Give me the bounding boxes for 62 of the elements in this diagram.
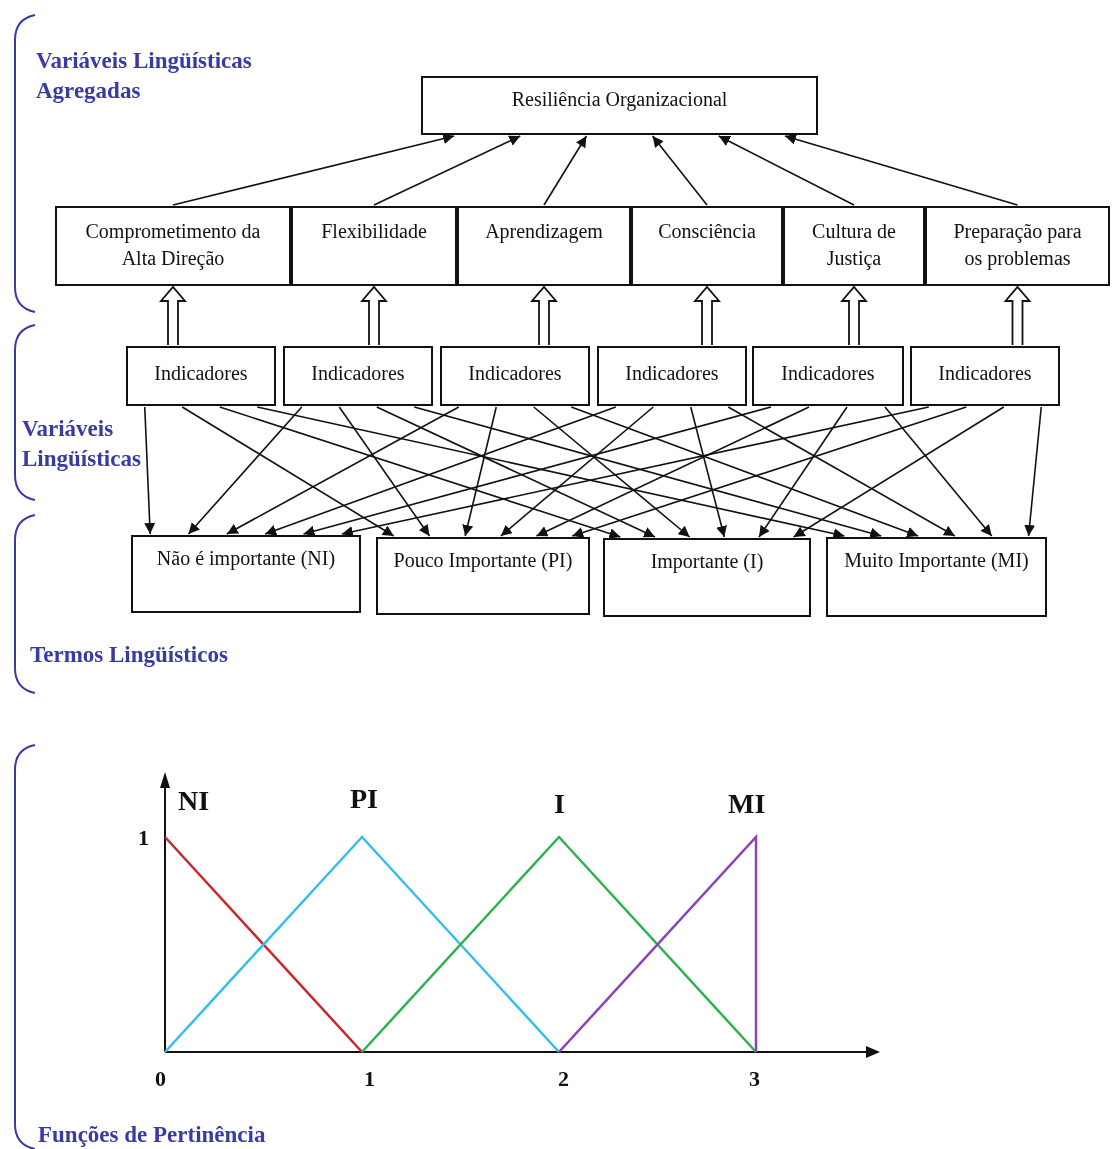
arrow (792, 406, 1005, 538)
arrow (758, 406, 848, 538)
arrow (226, 406, 460, 535)
arrow (1024, 406, 1043, 537)
arrow (302, 406, 772, 537)
hollow-arrow (840, 285, 868, 346)
indicator-box: Indicadores (597, 346, 747, 406)
indicator-box: Indicadores (752, 346, 904, 406)
arrow (187, 406, 303, 535)
dimension-box: Cultura de Justiça (783, 206, 925, 286)
hollow-arrow (360, 285, 388, 346)
arrow (500, 406, 655, 537)
term-box: Muito Importante (MI) (826, 537, 1047, 617)
curve-label: I (554, 789, 565, 819)
arrow (462, 406, 498, 537)
bracket-label: Variáveis Lingüísticas (22, 415, 142, 473)
hollow-arrow (1003, 285, 1032, 346)
arrow (884, 406, 993, 537)
arrow (784, 133, 1019, 206)
indicator-box: Indicadores (126, 346, 276, 406)
arrow (727, 406, 956, 537)
arrow (543, 135, 588, 206)
dimension-box: Preparação para os problemas (925, 206, 1110, 286)
arrow (413, 406, 883, 539)
curve-label: NI (178, 786, 210, 816)
indicator-box: Indicadores (283, 346, 433, 406)
dimension-box: Consciência (631, 206, 783, 286)
arrow (373, 135, 522, 206)
arrow (181, 406, 395, 537)
bracket-label: Funções de Pertinência (38, 1121, 267, 1149)
term-box: Importante (I) (603, 538, 811, 617)
arrow (172, 133, 455, 206)
curve-label: MI (728, 789, 766, 819)
dimension-box: Flexibilidade (291, 206, 457, 286)
indicator-box: Indicadores (910, 346, 1060, 406)
bracket-label: Termos Lingüísticos (30, 641, 229, 669)
arrow (532, 406, 691, 538)
bracket-label: Variáveis Lingüísticas Agregadas (36, 47, 253, 105)
term-box: Pouco Importante (PI) (376, 537, 590, 615)
tick-label: 3 (749, 1065, 760, 1093)
arrow (375, 406, 656, 538)
tick-label: 2 (558, 1065, 569, 1093)
hollow-arrow (159, 285, 187, 346)
dimension-box: Comprometimento da Alta Direção (55, 206, 291, 286)
arrow (689, 406, 727, 538)
root-box: Resiliência Organizacional (421, 76, 818, 135)
term-box: Não é importante (NI) (131, 535, 361, 613)
hollow-arrow (693, 285, 721, 346)
arrow (338, 406, 431, 537)
arrow (341, 406, 930, 538)
indicator-box: Indicadores (440, 346, 590, 406)
arrow (143, 406, 156, 535)
dimension-box: Aprendizagem (457, 206, 631, 286)
arrow (651, 135, 708, 206)
arrow (717, 135, 855, 206)
curve-label: PI (350, 784, 378, 814)
arrow (256, 406, 846, 539)
tick-label: 1 (138, 824, 149, 852)
tick-label: 0 (155, 1065, 166, 1093)
tick-label: 1 (364, 1065, 375, 1093)
hollow-arrow (530, 285, 558, 346)
arrow (535, 406, 810, 537)
